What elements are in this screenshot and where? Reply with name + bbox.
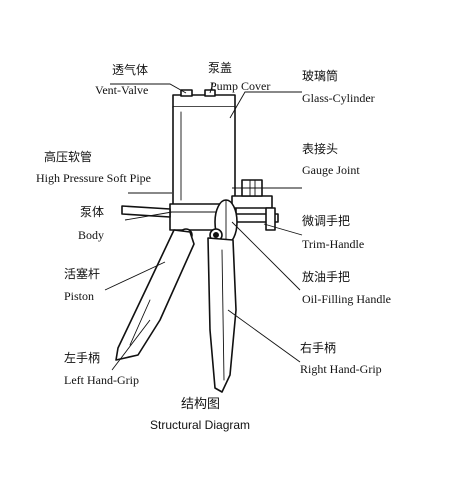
right-hand-grip <box>207 237 237 393</box>
high-pressure-pipe-en: High Pressure Soft Pipe <box>36 171 151 185</box>
caption-en: Structural Diagram <box>150 418 251 432</box>
vent-valve-en: Vent-Valve <box>95 83 149 97</box>
trim-handle-cn: 微调手把 <box>302 214 351 228</box>
caption-cn: 结构图 <box>181 397 221 412</box>
glass-cylinder <box>172 106 236 206</box>
gauge-joint-en: Gauge Joint <box>302 163 360 177</box>
body-cn: 泵体 <box>80 205 105 219</box>
right-hand-grip-en: Right Hand-Grip <box>300 362 382 376</box>
left-hand-grip <box>115 229 195 361</box>
left-hand-grip-cn: 左手柄 <box>64 351 101 365</box>
gauge-joint-cn: 表接头 <box>302 142 339 156</box>
trim-knob <box>265 207 276 231</box>
vent-valve <box>180 89 193 97</box>
oil-filling-handle-cn: 放油手把 <box>302 270 351 284</box>
piston-en: Piston <box>64 289 95 303</box>
trim-handle-en: Trim-Handle <box>302 237 365 251</box>
pump-cover-cn: 泵盖 <box>208 61 233 75</box>
left-hand-grip-en: Left Hand-Grip <box>64 373 139 387</box>
glass-cylinder-cn: 玻璃筒 <box>302 69 339 83</box>
glass-cylinder-en: Glass-Cylinder <box>302 91 375 105</box>
pump-cover-en: Pump Cover <box>210 79 271 93</box>
oil-filling-handle-en: Oil-Filling Handle <box>302 292 391 306</box>
gauge-joint <box>231 195 273 209</box>
body-en: Body <box>78 228 105 242</box>
high-pressure-pipe <box>121 205 171 218</box>
piston-cn: 活塞杆 <box>64 267 101 281</box>
high-pressure-pipe-cn: 高压软管 <box>44 150 93 164</box>
vent-valve-cn: 透气体 <box>112 63 149 77</box>
pump-cover <box>172 94 236 108</box>
right-hand-grip-cn: 右手柄 <box>300 341 337 355</box>
